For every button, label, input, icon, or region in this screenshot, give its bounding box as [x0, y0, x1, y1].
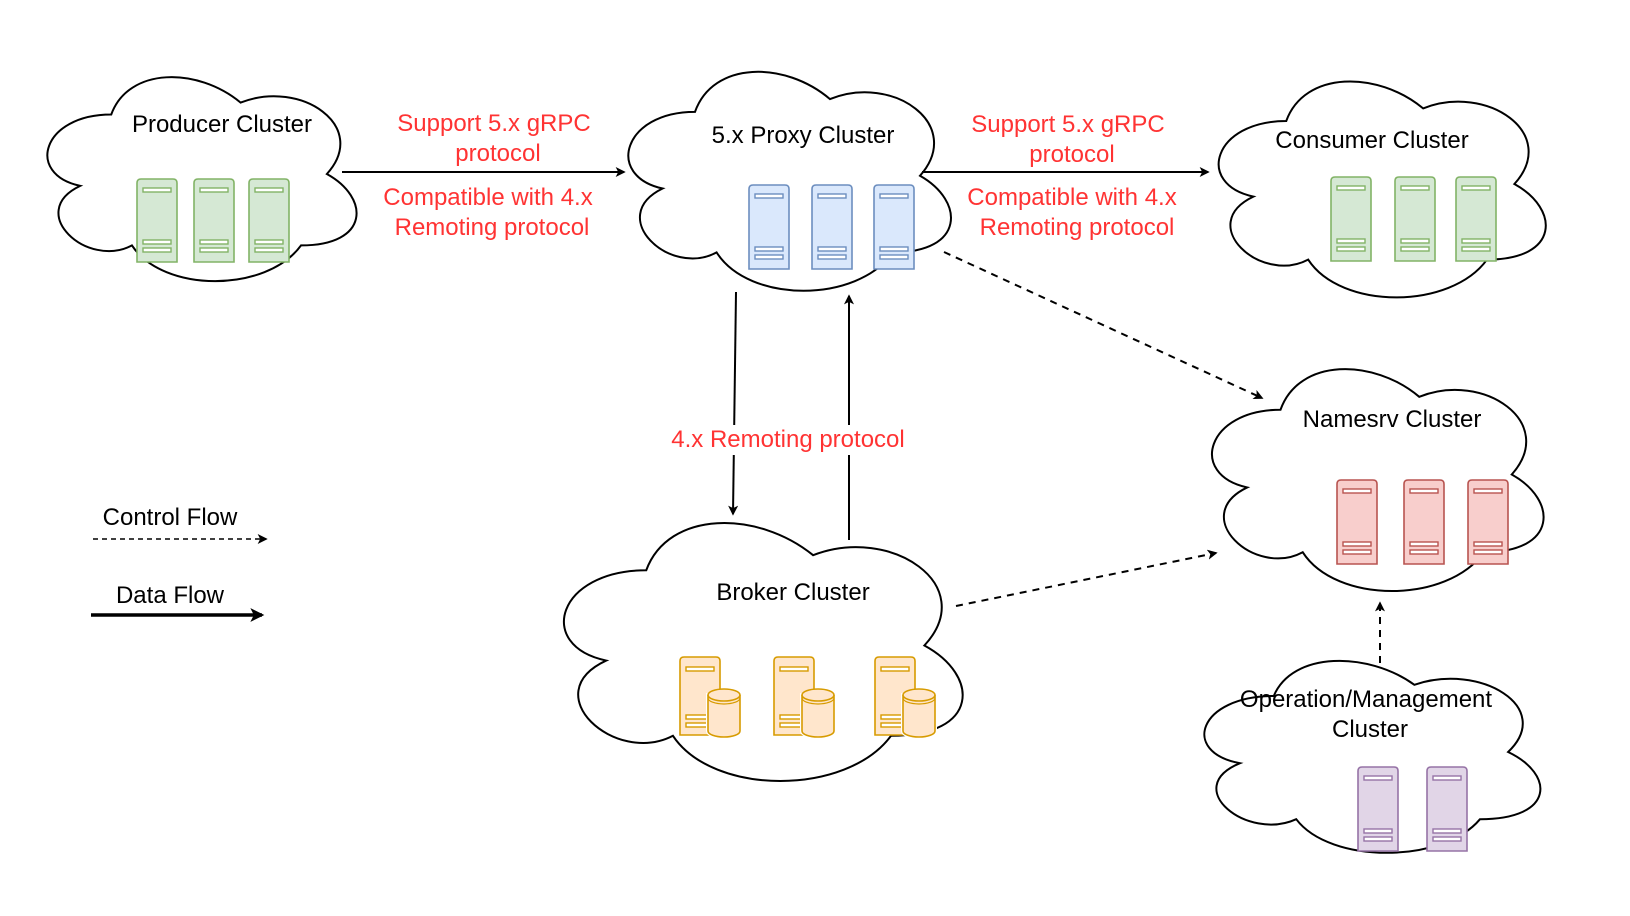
proxy-consumer-label-top-2: protocol — [1029, 141, 1114, 168]
proxy-consumer-label-bottom-2: Remoting protocol — [980, 214, 1175, 241]
producer-server-icon — [248, 178, 290, 263]
namesrv-cluster-label: Namesrv Cluster — [1303, 406, 1482, 433]
proxy-cluster-label: 5.x Proxy Cluster — [712, 122, 895, 149]
broker-cloud[interactable] — [564, 523, 963, 781]
proxy-broker-label: 4.x Remoting protocol — [671, 426, 904, 453]
consumer-server-icon — [1330, 176, 1372, 262]
producer-proxy-label-bottom-1: Compatible with 4.x — [383, 184, 592, 211]
ops-cluster-label-line2: Cluster — [1332, 716, 1408, 743]
broker-database-server-icon — [679, 656, 742, 739]
proxy-to-namesrv-control-arrow — [943, 251, 1264, 400]
ops-cluster-label-line1: Operation/Management — [1240, 686, 1492, 713]
producer-proxy-label-bottom-2: Remoting protocol — [395, 214, 590, 241]
broker-database-server-icon — [874, 656, 937, 739]
namesrv-server-icon — [1467, 479, 1509, 565]
broker-to-namesrv-control-arrow — [955, 549, 1218, 607]
broker-cluster-label: Broker Cluster — [716, 579, 869, 606]
consumer-servers — [1330, 176, 1497, 262]
consumer-server-icon — [1455, 176, 1497, 262]
ops-server-icon — [1357, 766, 1399, 852]
proxy-server-icon — [873, 184, 915, 270]
producer-server-icon — [193, 178, 235, 263]
namesrv-server-icon — [1403, 479, 1445, 565]
proxy-server-icon — [811, 184, 853, 270]
consumer-server-icon — [1394, 176, 1436, 262]
producer-server-icon — [136, 178, 178, 263]
ops-servers — [1357, 766, 1468, 852]
producer-servers — [136, 178, 290, 263]
proxy-servers — [748, 184, 915, 270]
namesrv-server-icon — [1336, 479, 1378, 565]
producer-proxy-label-top-1: Support 5.x gRPC — [397, 110, 590, 137]
proxy-consumer-label-bottom-1: Compatible with 4.x — [967, 184, 1176, 211]
proxy-to-broker-arrow — [728, 291, 739, 516]
namesrv-servers — [1336, 479, 1509, 565]
broker-database-server-icon — [773, 656, 836, 739]
consumer-cluster-label: Consumer Cluster — [1275, 127, 1468, 154]
broker-servers — [679, 656, 937, 739]
ops-server-icon — [1426, 766, 1468, 852]
proxy-server-icon — [748, 184, 790, 270]
legend-control-flow-label: Control Flow — [103, 504, 238, 531]
legend-data-flow-label: Data Flow — [116, 582, 225, 609]
producer-cluster-label: Producer Cluster — [132, 111, 312, 138]
proxy-consumer-label-top-1: Support 5.x gRPC — [971, 111, 1164, 138]
producer-proxy-label-top-2: protocol — [455, 140, 540, 167]
